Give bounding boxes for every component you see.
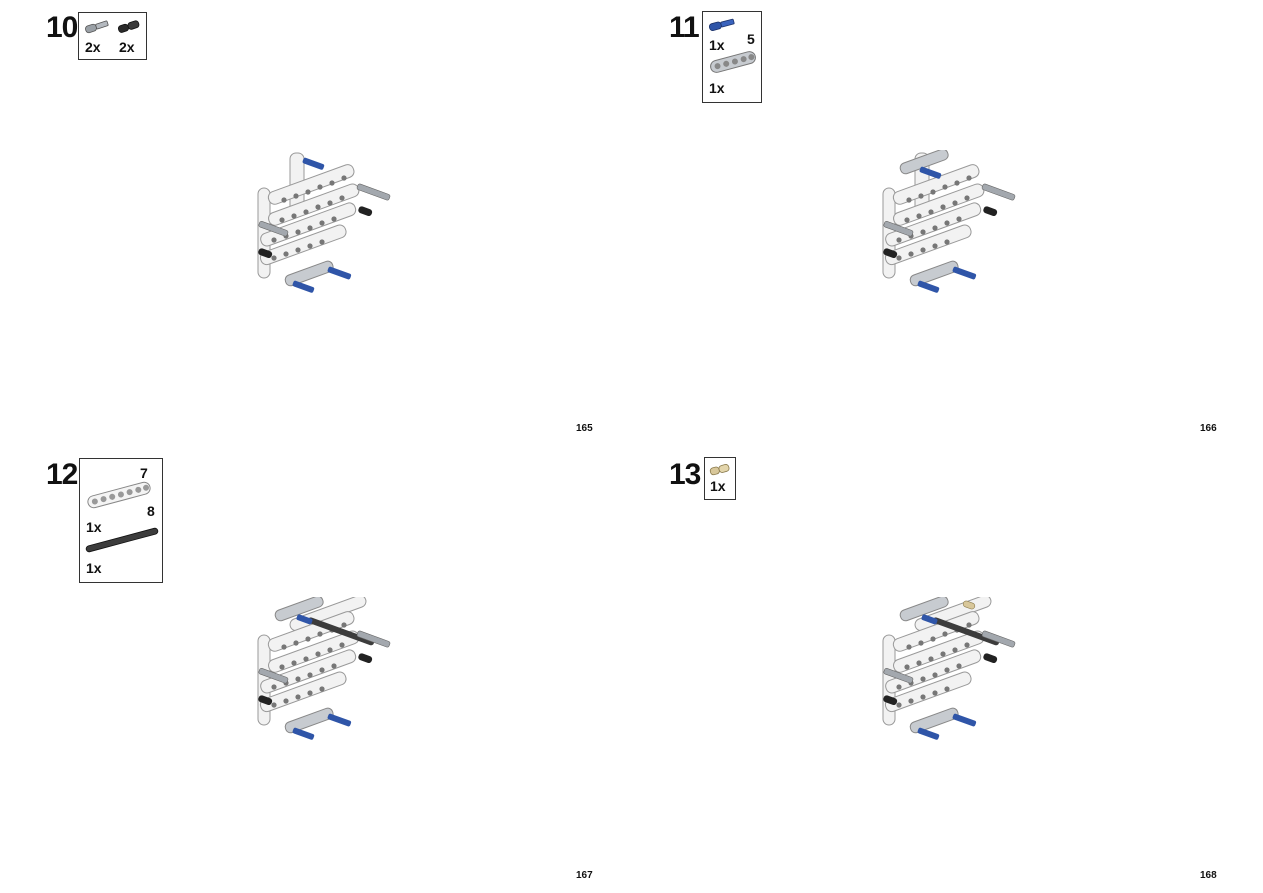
part-qty: 2x [85, 39, 101, 55]
part-length: 8 [147, 503, 155, 519]
part-length: 7 [140, 465, 148, 481]
step-12-panel: 12 7 1x 8 1x [0, 447, 631, 893]
part-qty: 1x [86, 560, 102, 576]
assembly-model-illustration [882, 150, 1016, 293]
gray-beam-5-icon [710, 51, 756, 73]
step-11-panel: 11 1x 5 1x [632, 0, 1263, 446]
parts-callout: 1x [704, 457, 736, 500]
step-number: 13 [669, 458, 701, 491]
parts-callout: 2x 2x [78, 12, 147, 60]
dark-axle-8-icon [85, 527, 159, 553]
assembly-model-illustration [257, 152, 391, 293]
page-number: 165 [576, 423, 593, 434]
step-13-panel: 13 1x [632, 447, 1263, 893]
part-qty: 1x [709, 37, 725, 53]
black-friction-pin-icon [117, 20, 140, 33]
page-number: 167 [576, 870, 593, 881]
step-number: 12 [46, 458, 78, 491]
parts-callout: 1x 5 1x [702, 11, 762, 103]
step-10-panel: 10 2x 2x [0, 0, 631, 446]
assembly-model-illustration [257, 597, 391, 740]
gray-axle-pin-icon [85, 20, 109, 34]
part-qty: 2x [119, 39, 135, 55]
page-number: 166 [1200, 423, 1217, 434]
part-qty: 1x [709, 80, 725, 96]
page-number: 168 [1200, 870, 1217, 881]
tan-pin-icon [709, 464, 730, 476]
parts-callout: 7 1x 8 1x [79, 458, 163, 583]
step-number: 10 [46, 11, 78, 44]
part-qty: 1x [86, 519, 102, 535]
step-number: 11 [669, 11, 700, 44]
part-qty: 1x [710, 478, 726, 494]
assembly-model-illustration [882, 597, 1016, 740]
blue-axle-pin-icon [708, 18, 735, 31]
part-length: 5 [747, 31, 755, 47]
white-beam-7-icon [87, 481, 151, 509]
